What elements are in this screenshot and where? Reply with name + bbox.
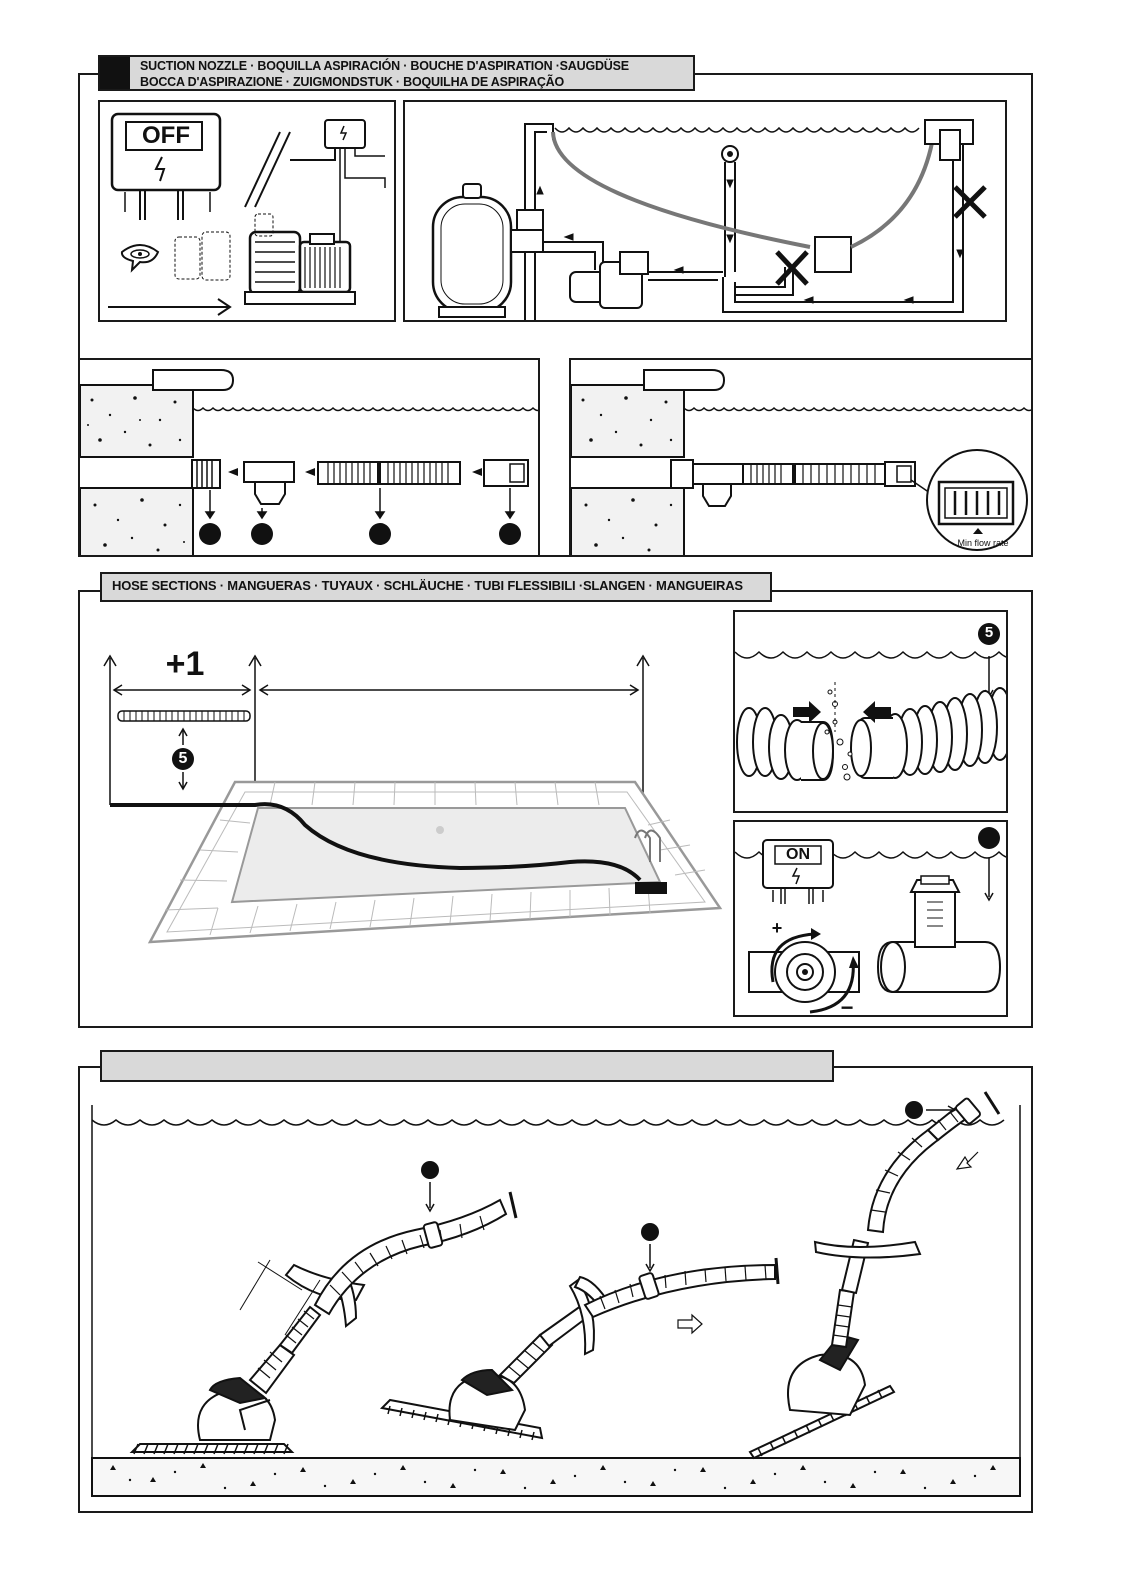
cleaner-3 [750,1092,999,1458]
plumbing-illustration [405,102,1007,322]
panel-plumbing-diagram [403,100,1007,322]
panel-hose-connection: 5 [733,610,1008,813]
plus-one-label: +1 [150,644,220,684]
cleaner-adjust-illustration [90,1090,1025,1505]
pool-hose-measurement-illustration: +1 5 [100,640,730,950]
nozzle-installed-illustration [571,360,1033,557]
nozzle-assembly-illustration [80,360,540,557]
switch-off-label: OFF [134,123,198,149]
title-line-1: SUCTION NOZZLE · BOQUILLA ASPIRACIÓN · B… [140,58,685,74]
hose-connection-illustration [735,612,1008,813]
minus-sign: − [837,998,857,1017]
cleaner-2 [382,1258,778,1440]
panel-power-off: OFF [98,100,396,322]
min-flow-rate-label: Min flow rate [947,538,1019,548]
title-marker [100,57,130,89]
section-hose-sections-title: HOSE SECTIONS · MANGUERAS · TUYAUX · SCH… [100,572,772,602]
hose-connection-step-5: 5 [978,624,1000,642]
panel-nozzle-assembly [78,358,540,557]
switch-on-label: ON [775,845,821,864]
section-suction-nozzle-title: SUCTION NOZZLE · BOQUILLA ASPIRACIÓN · B… [98,55,695,91]
title-line-2: BOCCA D'ASPIRAZIONE · ZUIGMONDSTUK · BOQ… [140,74,685,90]
section-cleaner-adjust-title [100,1050,834,1082]
hose-sections-title-text: HOSE SECTIONS · MANGUERAS · TUYAUX · SCH… [112,578,760,594]
panel-nozzle-installed: Min flow rate [569,358,1033,557]
step-5-label: 5 [172,750,194,768]
panel-power-on-regulator: ON + − [733,820,1008,1017]
plus-sign: + [769,918,785,938]
